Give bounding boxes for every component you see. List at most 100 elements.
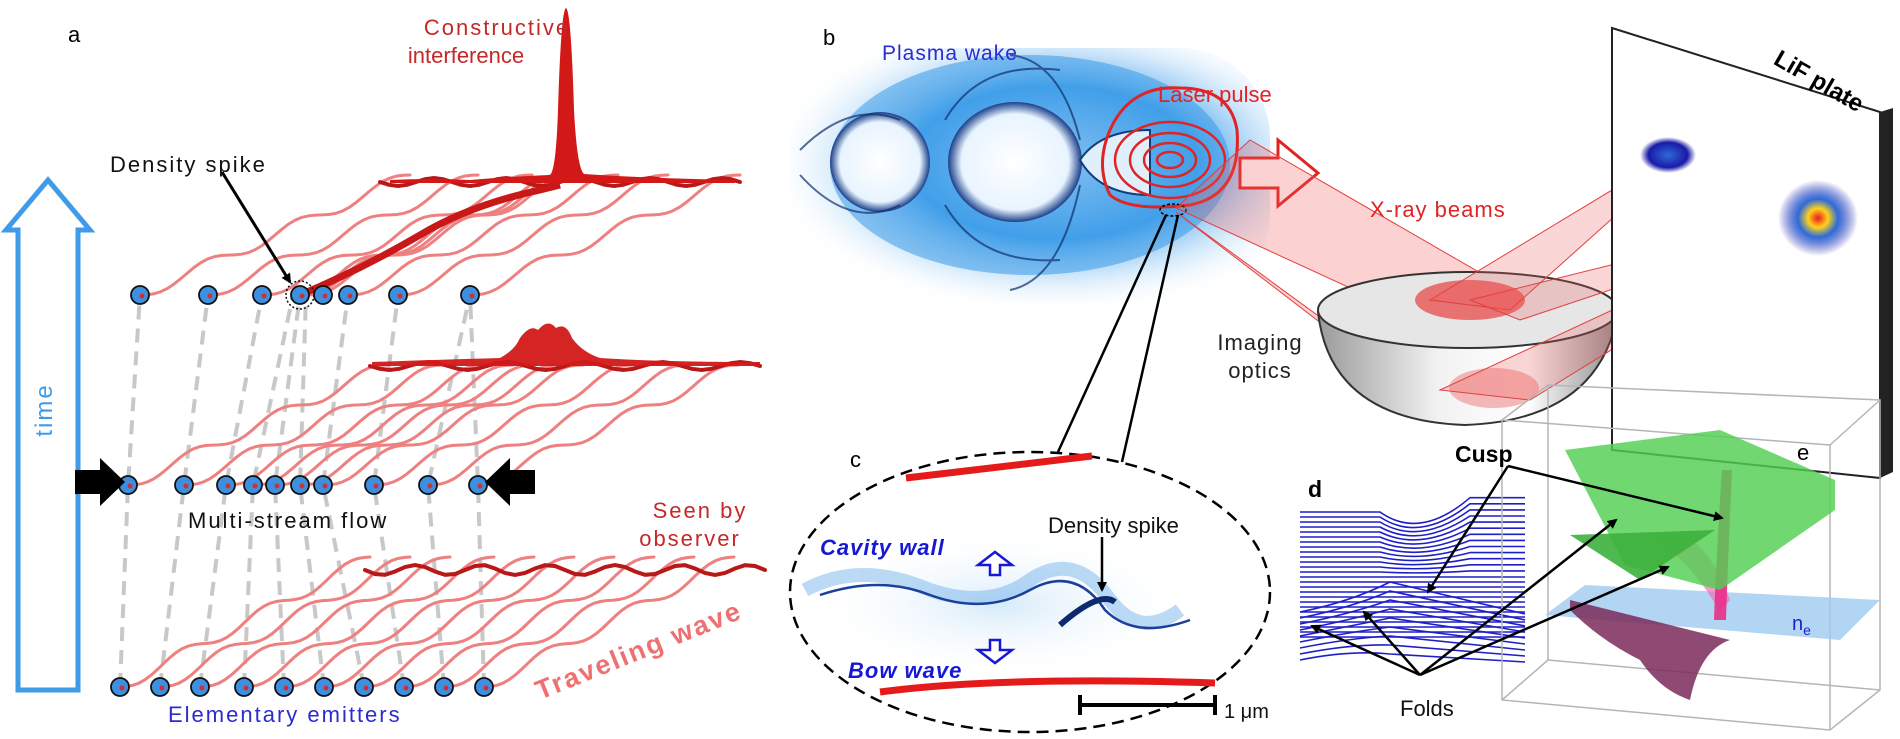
emitter	[243, 475, 263, 495]
cavity-wall-curve	[819, 579, 1191, 630]
laser-edge-top	[905, 452, 1093, 482]
emitter	[388, 285, 408, 305]
emitter	[418, 475, 438, 495]
emitter	[265, 475, 285, 495]
converging-wave	[396, 173, 670, 297]
emitter	[234, 677, 254, 697]
zoom-lines	[1056, 214, 1180, 463]
emitter-core	[183, 483, 189, 489]
trajectory-line	[320, 294, 366, 688]
fold-line	[1300, 533, 1525, 549]
emitter-core	[159, 685, 165, 691]
fold-line	[1300, 545, 1525, 558]
multi-stream-wave	[372, 363, 636, 487]
emitter-core	[139, 293, 145, 299]
trajectory-line	[272, 294, 302, 688]
trajectory-line	[118, 294, 142, 688]
emitter	[313, 475, 333, 495]
converging-wave	[468, 173, 742, 297]
xray-spot-1	[1640, 137, 1696, 173]
emitter-core	[207, 293, 213, 299]
traveling-wave	[158, 555, 412, 689]
emitter	[460, 285, 480, 305]
fold-line	[1300, 521, 1525, 541]
fold-lines	[1299, 496, 1526, 663]
emitter-core	[427, 483, 433, 489]
time-arrow: time	[0, 176, 96, 693]
emitter-core	[397, 293, 403, 299]
converging-wave	[206, 173, 480, 297]
trajectory-line	[297, 294, 326, 688]
fold-line	[1300, 539, 1525, 554]
emitter	[130, 285, 150, 305]
lif-plate: LiF plate	[1611, 26, 1893, 480]
spike-stream	[298, 181, 561, 299]
plasma-wake	[790, 48, 1270, 303]
cavity-arrow-up	[974, 550, 1016, 577]
fold-line	[1300, 557, 1525, 566]
emitter-core	[261, 293, 267, 299]
laser-pulse-contours	[1101, 86, 1239, 209]
fold-line	[1299, 599, 1526, 627]
constructive-label-2: interference	[408, 43, 524, 68]
traveling-wave	[362, 555, 616, 689]
emitter	[274, 677, 294, 697]
emitter	[338, 285, 358, 305]
panel-c-letter: c	[850, 447, 861, 472]
emitter-core	[373, 483, 379, 489]
panel-b-letter: b	[823, 25, 835, 50]
panel-e-letter: e	[1797, 440, 1809, 465]
bow-arrow-down	[974, 638, 1016, 665]
bow-wave-label: Bow wave	[848, 658, 962, 683]
observed-wave-bottom	[363, 562, 767, 578]
density-spike-label: Density spike	[110, 152, 267, 177]
emitter	[314, 677, 334, 697]
ne-plane	[1545, 585, 1880, 640]
spike-ring	[285, 280, 315, 310]
emitter	[468, 475, 488, 495]
panel-a-letter: a	[68, 22, 81, 47]
imaging-optics-label-1: Imaging	[1217, 330, 1302, 355]
multi-stream-wave	[321, 363, 585, 487]
emitter-core	[322, 293, 328, 299]
emitter-core	[274, 483, 280, 489]
emitter	[364, 475, 384, 495]
emitter	[174, 475, 194, 495]
cusp-label: Cusp	[1455, 441, 1513, 467]
fold-caustic	[1570, 600, 1730, 700]
emitter-core	[322, 483, 328, 489]
emitter-core	[483, 685, 489, 691]
fold-line	[1299, 590, 1526, 621]
fold-line	[1299, 652, 1526, 663]
c-density-spike-label: Density spike	[1048, 513, 1179, 538]
fold-line	[1300, 515, 1525, 537]
density-spike-curve	[1058, 595, 1117, 628]
trajectory-lines	[118, 294, 486, 688]
emitter	[216, 475, 236, 495]
fold-line	[1299, 644, 1526, 657]
seen-by-label-1: Seen by	[653, 498, 748, 523]
emitter	[474, 677, 494, 697]
multi-stream-wave	[476, 363, 740, 487]
emitter	[190, 677, 210, 697]
folds-label: Folds	[1400, 696, 1454, 721]
traveling-wave	[402, 555, 656, 689]
scale-bar: 1 μm	[1078, 695, 1269, 723]
emitter-core	[283, 685, 289, 691]
emitter	[394, 677, 414, 697]
panel-d-letter: d	[1308, 476, 1322, 502]
density-spike-pointer	[220, 171, 292, 284]
emitter-core	[225, 483, 231, 489]
multi-stream-wave	[426, 363, 690, 487]
emitter-core	[363, 685, 369, 691]
trajectory-line	[198, 294, 264, 688]
emitter	[150, 677, 170, 697]
emitters-label: Elementary emitters	[168, 702, 402, 727]
emitter-core	[299, 293, 305, 299]
emitter	[110, 677, 130, 697]
xray-beams-label: X-ray beams	[1370, 197, 1506, 222]
emitter	[290, 285, 310, 305]
constructive-label-1: Constructive	[424, 15, 570, 40]
trajectory-line	[242, 294, 295, 688]
